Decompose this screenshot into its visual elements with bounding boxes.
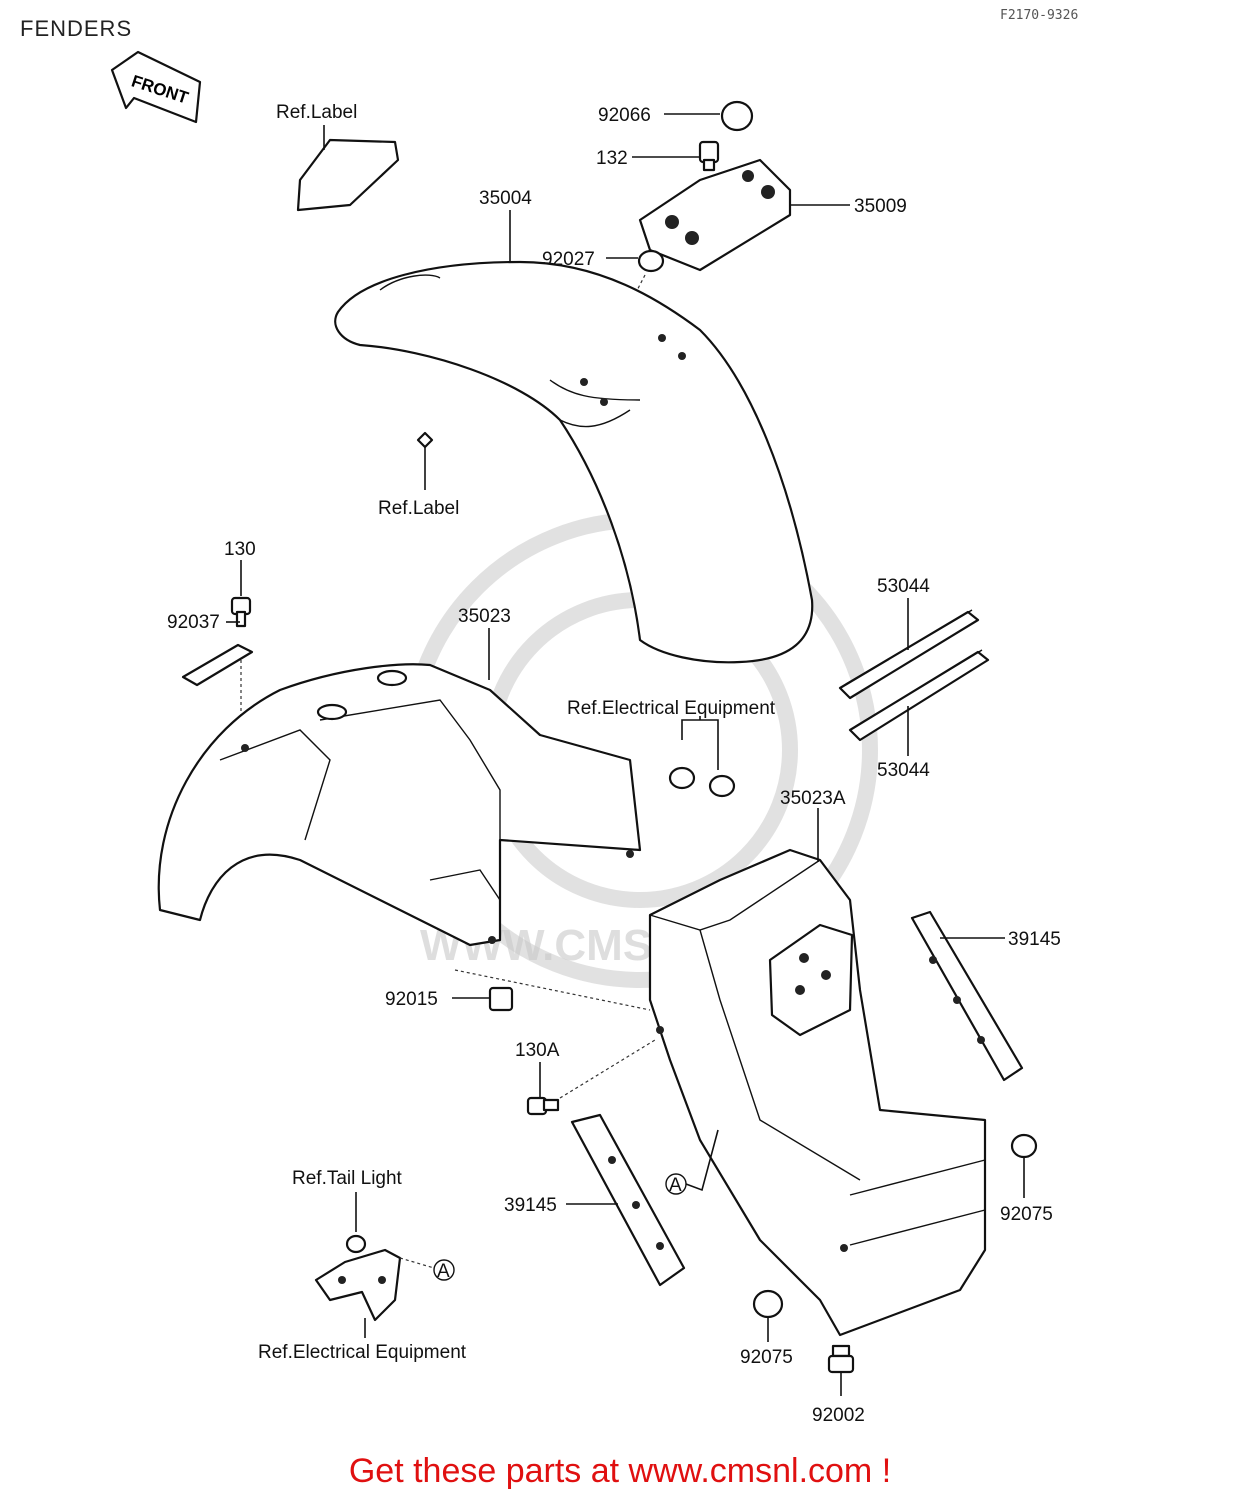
part-92075-right: 92075 — [1000, 1204, 1053, 1225]
part-39145-right: 39145 — [1008, 929, 1061, 950]
part-35023A: 35023A — [780, 788, 846, 809]
marker-a2: A — [437, 1261, 450, 1282]
ref-tail-light: Ref.Tail Light — [292, 1168, 403, 1189]
bracket-35009-shape — [638, 158, 792, 272]
ref-label-mid: Ref.Label — [378, 498, 459, 519]
marker-a1: A — [669, 1175, 682, 1196]
part-92037: 92037 — [167, 612, 220, 633]
part-130A: 130A — [515, 1040, 560, 1061]
part-132: 132 — [596, 148, 628, 169]
part-39145-left: 39145 — [504, 1195, 557, 1216]
marker-a1-shape — [665, 1129, 719, 1195]
page-title: FENDERS — [20, 16, 133, 41]
part-53044-top: 53044 — [877, 576, 930, 597]
part-130: 130 — [224, 539, 256, 560]
cap-92066-shape — [720, 100, 754, 132]
part-35009: 35009 — [854, 196, 907, 217]
grommet-92075-right-shape — [1010, 1133, 1038, 1159]
marker-a2-shape — [433, 1259, 455, 1281]
bolt-130-shape — [230, 596, 252, 628]
grommet-92075-bottom-shape — [752, 1289, 784, 1319]
clip-92015-shape — [488, 986, 514, 1012]
rail-53044-bottom-shape — [848, 649, 990, 742]
fender-35023-shape — [157, 663, 642, 947]
diagram-code: F2170-9326 — [1000, 8, 1079, 23]
tail-light-bracket-shape — [314, 1192, 435, 1322]
part-92075-bottom: 92075 — [740, 1347, 793, 1368]
front-arrow-icon: FRONT — [110, 50, 202, 124]
ref-electrical-top: Ref.Electrical Equipment — [567, 698, 776, 719]
fender-35023A-shape — [648, 848, 987, 1337]
part-92002: 92002 — [812, 1405, 865, 1426]
ref-label-mid-part — [416, 431, 434, 490]
part-53044-bottom: 53044 — [877, 760, 930, 781]
ref-label-top: Ref.Label — [276, 102, 357, 123]
ref-label-top-part — [296, 125, 400, 212]
part-92066: 92066 — [598, 105, 651, 126]
rail-53044-top-shape — [838, 609, 980, 700]
ref-electrical-bottom: Ref.Electrical Equipment — [258, 1342, 467, 1363]
part-35004: 35004 — [479, 188, 532, 209]
bolt-132-shape — [698, 140, 720, 172]
screw-92002-shape — [827, 1344, 855, 1396]
plate-92037-shape — [181, 643, 254, 687]
bolt-130A-shape — [526, 1096, 560, 1116]
strip-39145-right-shape — [910, 910, 1024, 1082]
part-35023: 35023 — [458, 606, 511, 627]
footer-promo-text[interactable]: Get these parts at www.cmsnl.com ! — [348, 1452, 892, 1490]
part-92015: 92015 — [385, 989, 438, 1010]
washer-92027-shape — [637, 249, 665, 273]
ref-electrical-top-parts — [668, 716, 736, 798]
fender-35004-shape — [334, 260, 814, 664]
strip-39145-left-shape — [570, 1113, 686, 1287]
